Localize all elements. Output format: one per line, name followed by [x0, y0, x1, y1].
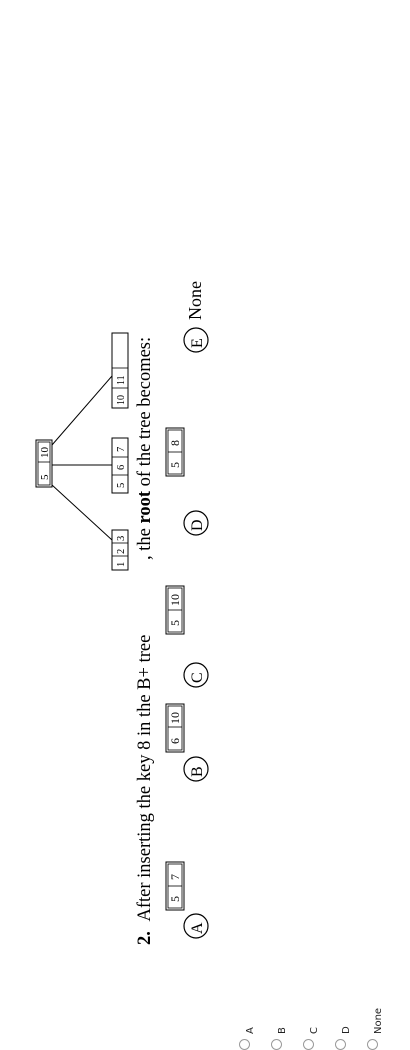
question-text-continued: , the root of the tree becomes:	[135, 337, 155, 560]
leaf-1-key-2: 2	[116, 549, 127, 554]
question-text-mid: , the	[135, 524, 155, 560]
choice-b-key-1: 6	[168, 738, 182, 744]
choice-c-circle	[183, 662, 209, 688]
choice-b: B 6 10	[165, 703, 209, 782]
answer-option-c-label: C	[309, 1027, 320, 1034]
leaf-2-key-2: 6	[116, 465, 127, 470]
choice-a: A 5 7	[165, 861, 209, 939]
answer-option-b[interactable]: B	[268, 968, 288, 1050]
answer-option-c[interactable]: C	[300, 968, 320, 1050]
leaf-2-key-1: 5	[116, 483, 127, 488]
choice-c-letter: C	[189, 672, 206, 683]
svg-text:2. After inserting the: 2. After inserting the key 8 in the B+ t…	[135, 635, 155, 945]
answer-option-d[interactable]: D	[332, 968, 352, 1050]
answer-option-a[interactable]: A	[236, 968, 256, 1050]
choice-d-circle	[183, 510, 209, 536]
choice-d-key-1: 5	[168, 462, 182, 468]
svg-text:, the root of the tree becomes: , the root of the tree becomes:	[135, 337, 155, 560]
question-text-suffix: of the tree becomes:	[135, 337, 155, 491]
choice-b-key-2: 10	[168, 712, 182, 724]
choice-d-letter: D	[189, 519, 206, 531]
answer-option-none-radio[interactable]	[367, 1039, 378, 1050]
leaf-2-key-3: 7	[116, 447, 127, 452]
choice-d-key-2: 8	[168, 440, 182, 446]
leaf-1-key-1: 1	[116, 562, 127, 567]
answer-option-c-radio[interactable]	[303, 1039, 314, 1050]
tree-leaf-2: 5 6 7	[111, 437, 129, 494]
leaf-1-key-3: 3	[116, 536, 127, 541]
answer-option-a-radio[interactable]	[239, 1039, 250, 1050]
choice-e-letter: E	[189, 338, 206, 348]
leaf-3-key-2: 11	[116, 375, 127, 385]
choice-c: C 5 10	[165, 585, 209, 688]
answer-option-none[interactable]: None	[364, 968, 384, 1050]
tree-leaf-1: 1 2 3	[111, 529, 129, 571]
choice-b-circle	[183, 756, 209, 782]
answer-option-b-radio[interactable]	[271, 1039, 282, 1050]
answer-option-d-label: D	[341, 1026, 352, 1034]
answer-option-b-label: B	[277, 1027, 288, 1034]
question-figure: 2. After inserting the key 8 in the B+ t…	[35, 281, 209, 945]
choice-b-letter: B	[189, 766, 206, 777]
tree-root-node: 5 10	[35, 439, 53, 488]
choice-a-key-2: 7	[168, 874, 182, 880]
answer-option-none-label: None	[373, 1007, 384, 1034]
answer-options: A B C D None	[0, 968, 410, 1050]
tree-root-key-2: 10	[39, 447, 51, 459]
leaf-3-key-1: 10	[116, 395, 127, 405]
tree-root-key-1: 5	[39, 474, 51, 480]
tree-edge-left	[51, 484, 113, 541]
choice-e: E None	[183, 281, 209, 353]
choice-a-circle	[183, 913, 209, 939]
question-text-bold: root	[135, 490, 155, 523]
tree-edge-right	[51, 375, 113, 446]
answer-option-a-label: A	[245, 1027, 256, 1034]
choice-c-key-1: 5	[168, 620, 182, 626]
choice-e-text: None	[185, 281, 205, 320]
choice-a-key-1: 5	[168, 896, 182, 902]
choice-d: D 5 8	[165, 427, 209, 536]
choice-a-letter: A	[189, 922, 206, 934]
question-text: 2. After inserting the key 8 in the B+ t…	[135, 635, 155, 945]
tree-edges	[51, 375, 113, 541]
choice-c-key-2: 10	[168, 594, 182, 606]
question-number: 2.	[135, 931, 155, 945]
tree-leaf-3: 10 11	[111, 332, 129, 409]
question-text-prefix: After inserting the key 8 in the B+ tree	[135, 635, 155, 922]
answer-option-d-radio[interactable]	[335, 1039, 346, 1050]
choice-e-circle	[183, 327, 209, 353]
